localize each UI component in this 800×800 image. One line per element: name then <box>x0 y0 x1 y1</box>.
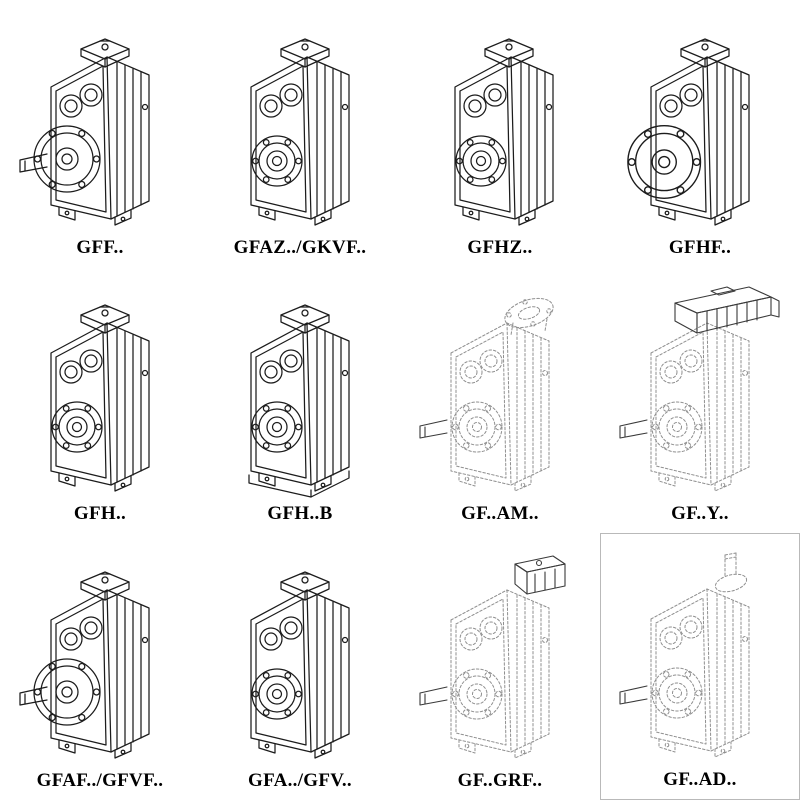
catalog-item-gf-grf: GF..GRF.. <box>400 533 600 800</box>
gearbox-hollow-output-drawing-icon <box>250 571 350 759</box>
gearbox-with-motor-drawing-icon <box>619 286 780 492</box>
catalog-item-gfaz-gkvf: GFAZ../GKVF.. <box>200 0 400 267</box>
gearbox-flange-shaft-drawing-icon <box>19 571 150 759</box>
gearbox-input-adapter-drawing-icon <box>419 555 566 759</box>
catalog-item-gf-am: GF..AM.. <box>400 267 600 534</box>
catalog-item-gf-y: GF..Y.. <box>600 267 800 534</box>
catalog-item-gfhz: GFHZ.. <box>400 0 600 267</box>
model-label: GFAZ../GKVF.. <box>233 236 367 258</box>
gearbox-input-shaft-drawing-icon <box>619 552 750 758</box>
model-label: GF..AD.. <box>663 768 737 790</box>
catalog-item-gfh: GFH.. <box>0 267 200 534</box>
model-label: GFHZ.. <box>467 236 533 258</box>
catalog-item-gfa-gfv: GFA../GFV.. <box>200 533 400 800</box>
model-label: GFF.. <box>76 236 124 258</box>
gearbox-hollow-output-drawing-icon <box>454 38 554 226</box>
gearbox-foot-mounted-drawing-icon <box>248 304 350 498</box>
gearbox-iec-input-flange-drawing-icon <box>419 292 558 492</box>
model-label: GF..AM.. <box>461 503 539 525</box>
model-label: GFAF../GFVF.. <box>36 769 164 791</box>
catalog-item-gfaf-gfvf: GFAF../GFVF.. <box>0 533 200 800</box>
model-label: GFA../GFV.. <box>248 769 352 791</box>
gearbox-hollow-output-drawing-icon <box>250 38 350 226</box>
catalog-item-gf-ad: GF..AD.. <box>600 533 800 800</box>
model-label: GFH.. <box>73 503 127 525</box>
model-label: GF..GRF.. <box>457 769 543 791</box>
model-label: GF..Y.. <box>671 503 729 525</box>
model-label: GFHF.. <box>668 236 732 258</box>
catalog-item-gff: GFF.. <box>0 0 200 267</box>
gearbox-flange-shaft-drawing-icon <box>19 38 150 226</box>
model-label: GFH..B <box>267 503 333 525</box>
gearbox-large-flange-drawing-icon <box>627 38 750 226</box>
catalog-item-gfh-b: GFH..B <box>200 267 400 534</box>
gearbox-hollow-output-drawing-icon <box>50 304 150 492</box>
catalog-item-gfhf: GFHF.. <box>600 0 800 267</box>
